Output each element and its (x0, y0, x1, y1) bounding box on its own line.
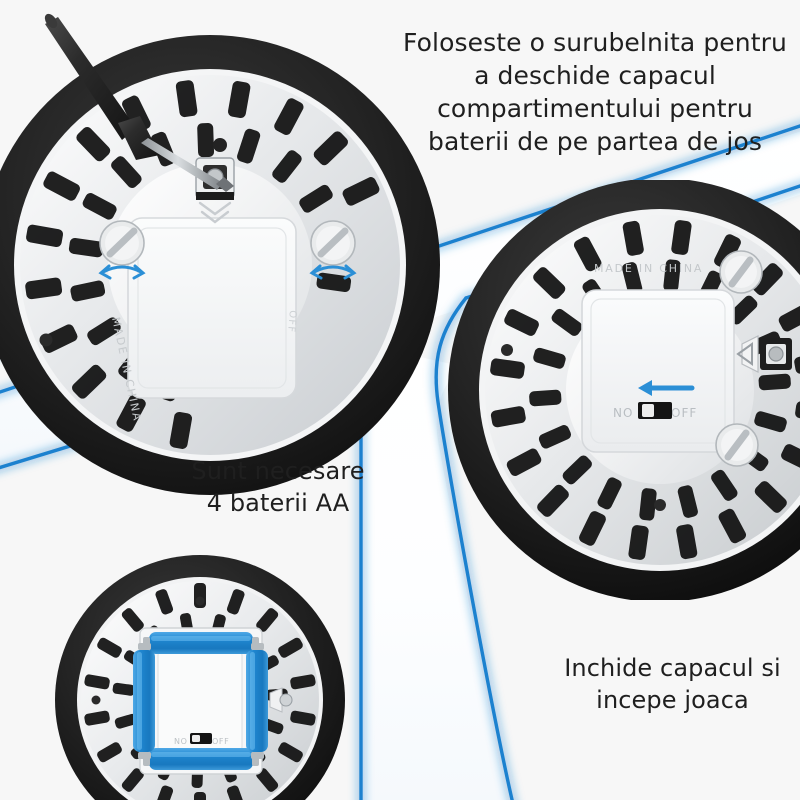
rotation-arrow-icon-right (309, 264, 357, 280)
switch-on-label: NO (613, 406, 633, 420)
screw-left[interactable] (99, 220, 145, 266)
screw-bottom-right[interactable] (715, 423, 759, 467)
vent-slots (490, 220, 800, 560)
pin-hole (39, 333, 53, 347)
pin-hole-bottom (654, 499, 666, 511)
pin-hole-left (501, 344, 513, 356)
rotation-arrow-icon-left (98, 264, 146, 280)
power-switch[interactable]: NO OFF (613, 402, 697, 420)
instruction-step-1-text: Foloseste o surubelnita pentru a deschid… (403, 28, 787, 156)
battery-right (246, 643, 268, 759)
screw-top-right[interactable] (719, 250, 763, 294)
molded-text-secondary: OFF (285, 310, 298, 334)
direction-chevron-icon (198, 201, 232, 224)
battery-top (143, 632, 259, 654)
screw-right[interactable] (310, 220, 356, 266)
screw-hole (213, 138, 227, 152)
latch-arrow-icon (736, 342, 753, 366)
pin-hole-left (91, 695, 101, 705)
cover-latch[interactable] (741, 335, 792, 373)
pin-hole-top (195, 596, 205, 606)
switch-on-label: NO (174, 737, 187, 746)
power-switch[interactable]: NO OFF (174, 733, 229, 746)
switch-off-label: OFF (671, 406, 697, 420)
battery-bottom (143, 748, 259, 770)
instruction-step-3-text: Inchide capacul si incepe joaca (564, 654, 781, 714)
instruction-step-2-text: Sunt necesare 4 baterii AA (191, 457, 365, 517)
battery-cover-plate (127, 217, 297, 399)
molded-text-made-in-china: MADE IN CHINA (594, 262, 703, 275)
battery-left (133, 643, 155, 759)
cover-latch[interactable] (269, 687, 293, 713)
switch-direction-arrow-icon (638, 380, 695, 396)
switch-off-label: OFF (212, 737, 229, 746)
battery-cover-plate (581, 289, 735, 453)
